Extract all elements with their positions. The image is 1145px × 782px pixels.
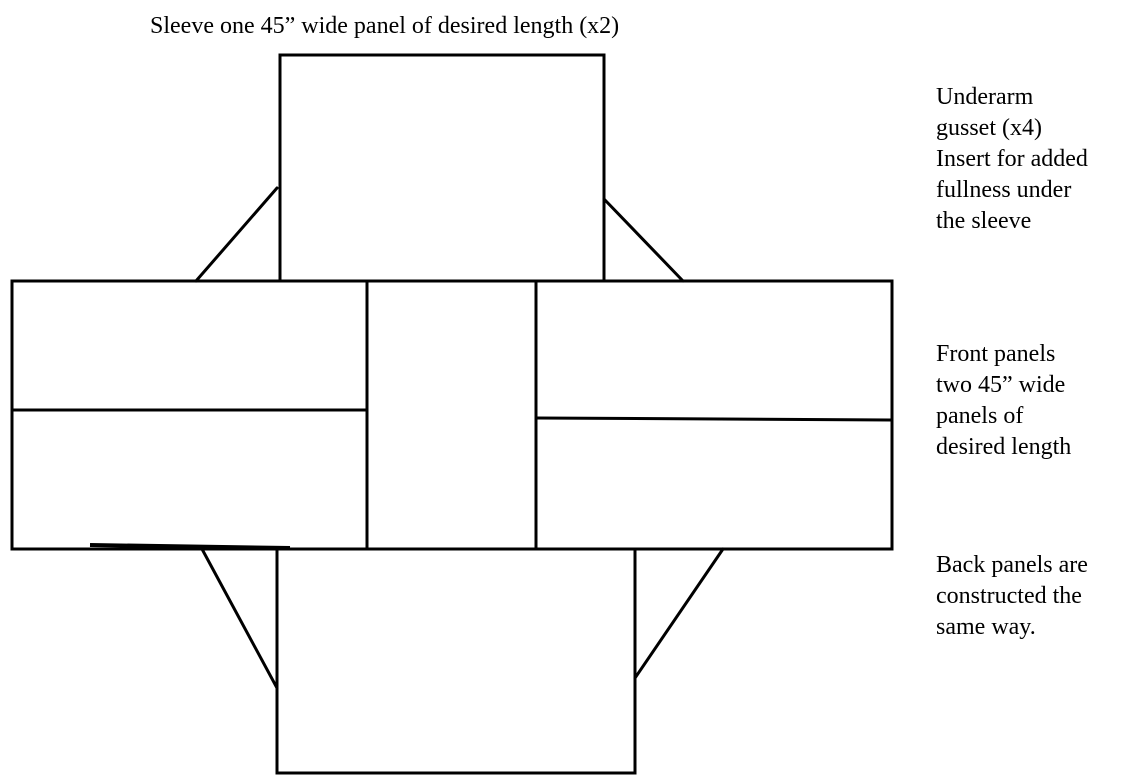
gusset-label-line: gusset (x4) [936,115,1042,141]
front-label-line: desired length [936,434,1072,460]
gusset-label-line: Underarm [936,84,1034,110]
gusset-label-line: the sleeve [936,208,1032,234]
front-label-line: Front panels [936,341,1056,367]
body-outline [10,279,894,551]
gusset-top-left [194,186,279,283]
back-label-line: constructed the [936,583,1082,609]
gusset-top-right [602,197,685,283]
front-label-line: panels of [936,403,1024,429]
top-sleeve-panel [278,53,606,283]
right-panel-divider [534,416,894,422]
front-label-line: two 45” wide [936,372,1066,398]
gusset-label-line: Insert for added [936,146,1088,172]
ink-mark [89,543,291,550]
gusset-label-line: fullness under [936,177,1072,203]
diagram-title: Sleeve one 45” wide panel of desired len… [150,13,620,39]
gusset-label: Underarm gusset (x4) Insert for added fu… [936,82,1088,237]
back-label-line: same way. [936,614,1036,640]
back-label-line: Back panels are [936,552,1088,578]
back-panels-label: Back panels are constructed the same way… [936,550,1088,643]
bottom-sleeve-panel [275,547,637,775]
gusset-bottom-right [633,547,725,680]
front-panels-label: Front panels two 45” wide panels of desi… [936,339,1071,463]
gusset-bottom-left [200,547,279,690]
